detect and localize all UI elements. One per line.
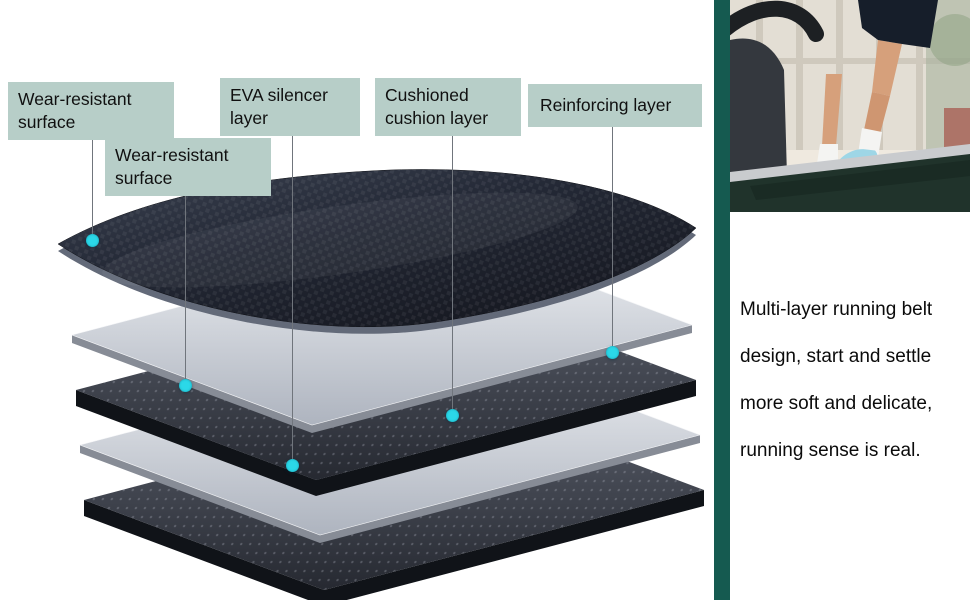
callout-text: Reinforcing layer — [540, 95, 672, 115]
layer-diagram: Wear-resistant surface Wear-resistant su… — [8, 78, 704, 600]
callout-line-1 — [92, 138, 93, 238]
callout-text: Wear-resistant surface — [115, 145, 229, 188]
callout-marker-2 — [179, 379, 192, 392]
callout-marker-5 — [606, 346, 619, 359]
callout-marker-3 — [286, 459, 299, 472]
callout-wear-resistant-1: Wear-resistant surface — [8, 82, 174, 140]
layer-stack-illustration — [57, 169, 704, 600]
callout-text: Wear-resistant surface — [18, 89, 132, 132]
side-text-line: running sense is real. — [740, 440, 921, 461]
callout-reinforcing-layer: Reinforcing layer — [528, 84, 702, 127]
side-text: Multi-layer running belt design, start a… — [740, 286, 968, 474]
side-text-line: Multi-layer running belt — [740, 299, 933, 320]
callout-text: EVA silencer layer — [230, 85, 328, 128]
treadmill-photo — [730, 0, 970, 212]
callout-text: Cushioned cushion layer — [385, 85, 489, 128]
runner-shorts — [858, 0, 938, 48]
treadmill-deck — [730, 144, 970, 212]
callout-eva-silencer: EVA silencer layer — [220, 78, 360, 136]
callout-line-2 — [185, 195, 186, 385]
callout-cushioned-layer: Cushioned cushion layer — [375, 78, 521, 136]
treadmill-photo-illustration — [730, 0, 970, 212]
accent-bar — [714, 0, 730, 600]
callout-line-3 — [292, 135, 293, 465]
side-text-line: more soft and delicate, — [740, 393, 933, 414]
side-text-line: design, start and settle — [740, 346, 932, 367]
callout-wear-resistant-2: Wear-resistant surface — [105, 138, 271, 196]
side-panel: Multi-layer running belt design, start a… — [730, 0, 970, 600]
callout-line-4 — [452, 135, 453, 415]
belt-layer-top-surface — [57, 169, 697, 334]
callout-marker-4 — [446, 409, 459, 422]
callout-line-5 — [612, 126, 613, 352]
callout-marker-1 — [86, 234, 99, 247]
